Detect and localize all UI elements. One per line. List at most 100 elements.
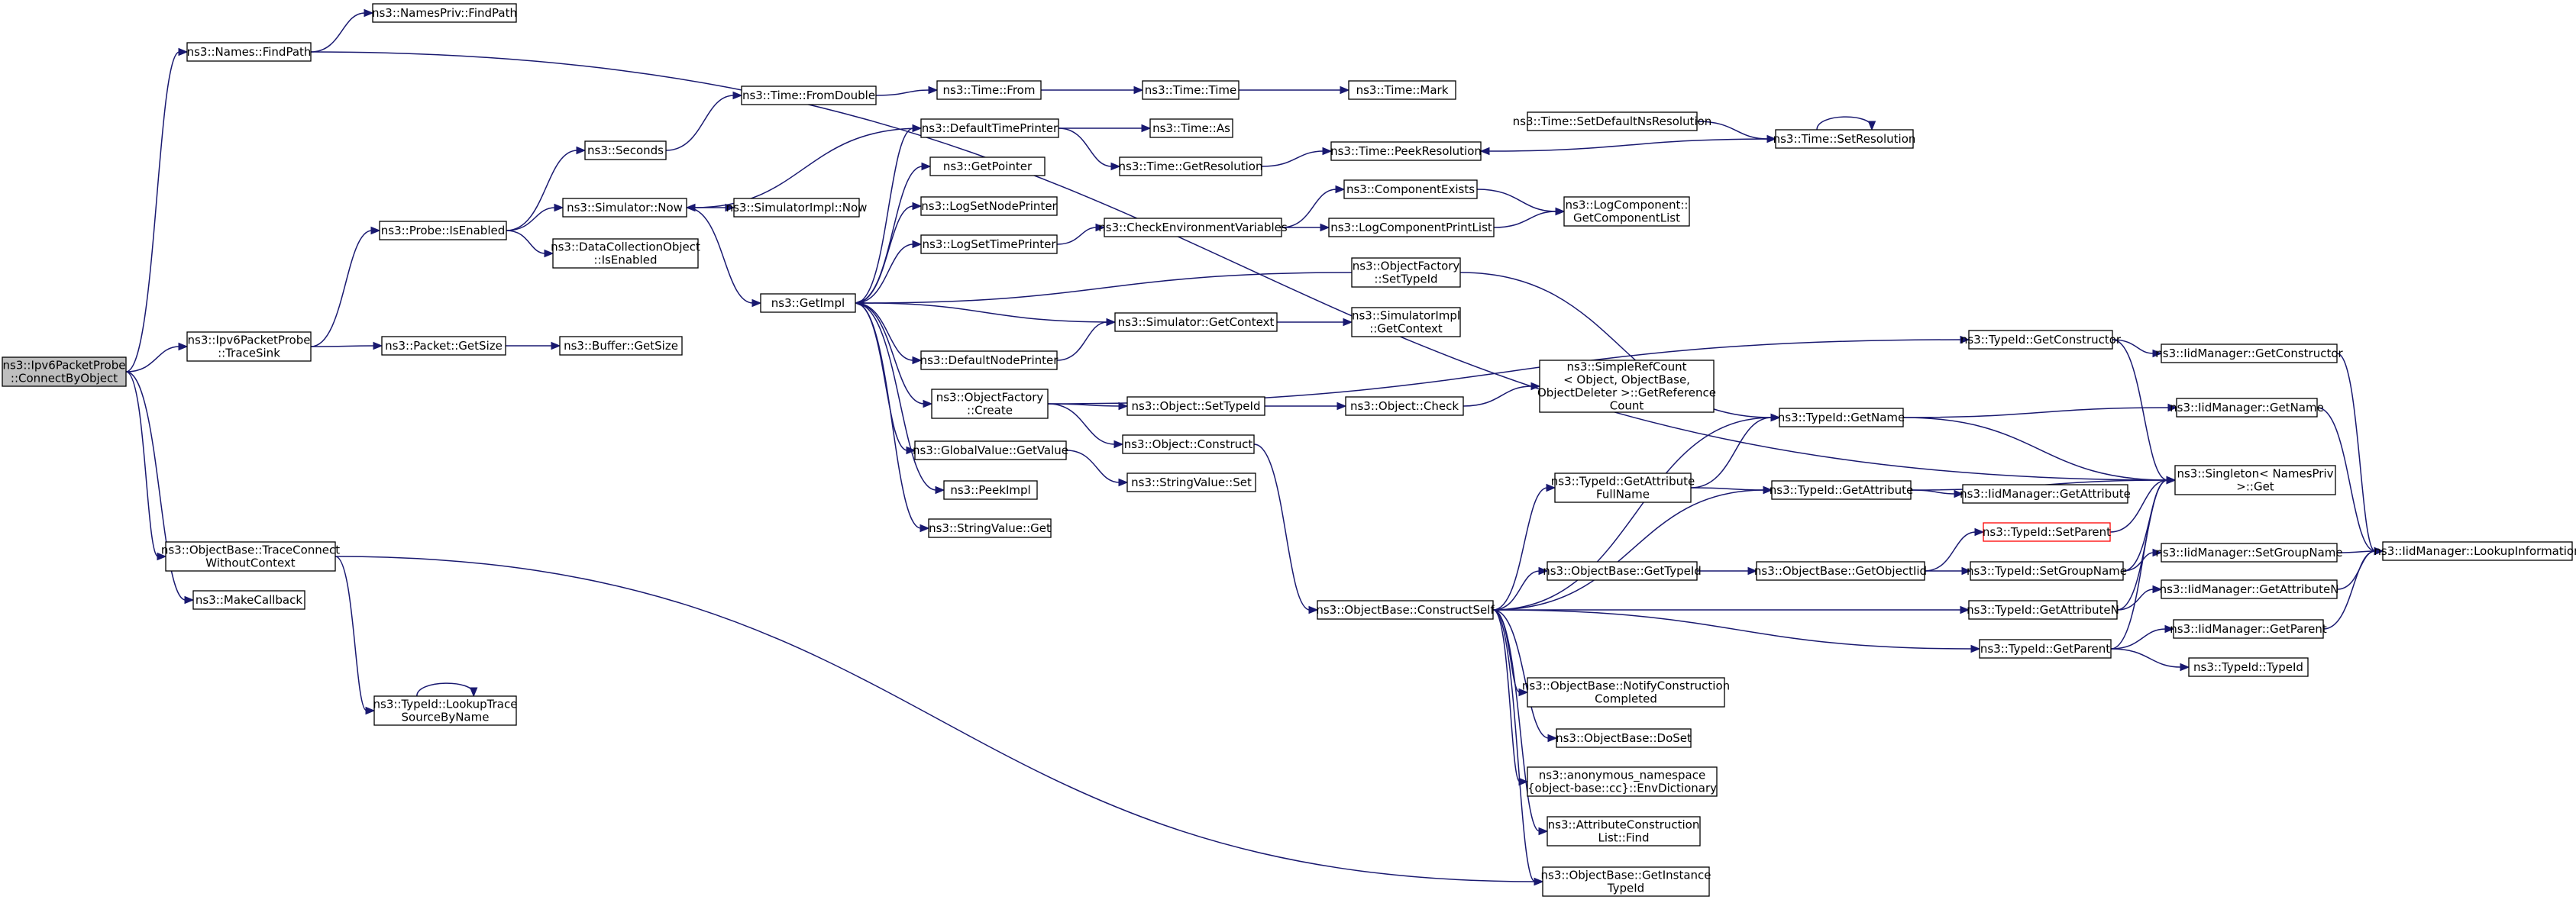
node-box[interactable] (2188, 657, 2309, 677)
node-objectConstruct[interactable]: ns3::Object::Construct (1122, 434, 1255, 454)
node-box[interactable] (559, 336, 683, 356)
node-box[interactable] (1527, 111, 1698, 131)
node-timeTime[interactable]: ns3::Time::Time (1142, 80, 1240, 100)
node-box[interactable] (2, 356, 127, 387)
node-box[interactable] (1962, 484, 2128, 504)
node-box[interactable] (920, 350, 1058, 370)
node-dcoIsEnabled[interactable]: ns3::DataCollectionObject::IsEnabled (551, 238, 700, 269)
node-getPointer[interactable]: ns3::GetPointer (929, 156, 1046, 176)
node-bufferGetSize[interactable]: ns3::Buffer::GetSize (559, 336, 683, 356)
node-objectCheck[interactable]: ns3::Object::Check (1345, 396, 1464, 416)
node-box[interactable] (192, 590, 305, 610)
node-box[interactable] (1317, 600, 1494, 620)
node-packetGetSize[interactable]: ns3::Packet::GetSize (381, 336, 506, 356)
node-simImplGetContext[interactable]: ns3::SimulatorImpl::GetContext (1351, 307, 1461, 337)
node-box[interactable] (1979, 639, 2112, 659)
node-typeIdGetAttribute[interactable]: ns3::TypeId::GetAttribute (1770, 480, 1913, 500)
node-constructSelf[interactable]: ns3::ObjectBase::ConstructSelf (1316, 600, 1495, 620)
node-box[interactable] (2173, 619, 2324, 639)
node-root[interactable]: ns3::Ipv6PacketProbe::ConnectByObject (2, 356, 127, 387)
node-box[interactable] (1104, 218, 1282, 237)
node-timeSetRes[interactable]: ns3::Time::SetResolution (1773, 129, 1916, 149)
node-box[interactable] (1563, 196, 1690, 227)
node-objFactoryCreate[interactable]: ns3::ObjectFactory::Create (931, 389, 1049, 419)
node-box[interactable] (381, 336, 506, 356)
node-box[interactable] (1756, 561, 1925, 581)
node-box[interactable] (373, 695, 517, 726)
node-box[interactable] (1114, 312, 1278, 332)
node-singletonGet[interactable]: ns3::Singleton< NamesPriv>::Get (2174, 465, 2336, 495)
node-box[interactable] (1970, 561, 2124, 581)
node-box[interactable] (1328, 218, 1495, 237)
node-box[interactable] (372, 3, 517, 23)
node-box[interactable] (186, 42, 312, 62)
node-traceConnect[interactable]: ns3::ObjectBase::TraceConnectWithoutCont… (161, 541, 340, 572)
node-box[interactable] (943, 480, 1038, 500)
node-box[interactable] (1527, 766, 1718, 797)
node-box[interactable] (1351, 307, 1461, 337)
node-box[interactable] (1126, 472, 1256, 492)
node-logComponentPrintList[interactable]: ns3::LogComponentPrintList (1328, 218, 1495, 237)
node-timeMark[interactable]: ns3::Time::Mark (1348, 80, 1456, 100)
node-findPath[interactable]: ns3::Names::FindPath (186, 42, 312, 62)
node-box[interactable] (733, 198, 860, 218)
node-box[interactable] (741, 85, 877, 105)
node-seconds[interactable]: ns3::Seconds (584, 140, 667, 160)
node-box[interactable] (760, 293, 856, 313)
node-box[interactable] (1968, 330, 2113, 350)
node-timeGetRes[interactable]: ns3::Time::GetResolution (1119, 156, 1263, 176)
node-box[interactable] (1542, 866, 1710, 897)
node-box[interactable] (929, 156, 1046, 176)
node-objBaseGetObjectIid[interactable]: ns3::ObjectBase::GetObjectIid (1754, 561, 1927, 581)
node-box[interactable] (2176, 398, 2318, 418)
node-box[interactable] (584, 140, 667, 160)
node-box[interactable] (552, 238, 699, 269)
node-timePeekRes[interactable]: ns3::Time::PeekResolution (1330, 141, 1482, 161)
node-checkEnvVars[interactable]: ns3::CheckEnvironmentVariables (1098, 218, 1288, 237)
node-stringValueSet[interactable]: ns3::StringValue::Set (1126, 472, 1256, 492)
node-peekImpl[interactable]: ns3::PeekImpl (943, 480, 1038, 500)
node-simNow[interactable]: ns3::Simulator::Now (562, 198, 687, 218)
node-timeFrom[interactable]: ns3::Time::From (936, 80, 1042, 100)
node-simpleRefCount[interactable]: ns3::SimpleRefCount< Object, ObjectBase,… (1537, 360, 1716, 413)
node-typeIdGetAttributeN[interactable]: ns3::TypeId::GetAttributeN (1967, 600, 2119, 620)
node-box[interactable] (936, 80, 1042, 100)
node-box[interactable] (2382, 541, 2573, 561)
node-objBaseGetTypeId[interactable]: ns3::ObjectBase::GetTypeId (1543, 561, 1702, 581)
node-box[interactable] (1351, 257, 1461, 288)
node-typeIdGetName[interactable]: ns3::TypeId::GetName (1778, 408, 1905, 427)
node-logComponentGetList[interactable]: ns3::LogComponent::GetComponentList (1563, 196, 1690, 227)
node-iidGetParent[interactable]: ns3::IidManager::GetParent (2170, 619, 2327, 639)
node-simImplNow[interactable]: ns3::SimulatorImpl::Now (726, 198, 868, 218)
node-iidGetAttribute[interactable]: ns3::IidManager::GetAttribute (1960, 484, 2131, 504)
node-typeIdGetParent[interactable]: ns3::TypeId::GetParent (1979, 639, 2112, 659)
node-timeSetDefaultNs[interactable]: ns3::Time::SetDefaultNsResolution (1513, 111, 1712, 131)
node-namesPrivFindPath[interactable]: ns3::NamesPriv::FindPath (372, 3, 517, 23)
node-typeIdSetGroupName[interactable]: ns3::TypeId::SetGroupName (1967, 561, 2127, 581)
node-box[interactable] (1775, 129, 1914, 149)
node-notifyConstruction[interactable]: ns3::ObjectBase::NotifyConstructionCompl… (1522, 677, 1730, 708)
node-box[interactable] (1968, 600, 2118, 620)
node-box[interactable] (1779, 408, 1904, 427)
node-typeIdSetParent[interactable]: ns3::TypeId::SetParent (1983, 522, 2111, 542)
node-box[interactable] (920, 234, 1058, 254)
node-box[interactable] (1126, 396, 1265, 416)
node-box[interactable] (1539, 360, 1715, 413)
node-box[interactable] (1343, 179, 1478, 199)
node-iidGetAttributeN[interactable]: ns3::IidManager::GetAttributeN (2160, 579, 2339, 599)
node-box[interactable] (1149, 118, 1233, 138)
node-box[interactable] (1547, 816, 1701, 847)
node-typeIdTypeId[interactable]: ns3::TypeId::TypeId (2188, 657, 2309, 677)
node-probeIsEnabled[interactable]: ns3::Probe::IsEnabled (379, 221, 507, 240)
node-traceSink[interactable]: ns3::Ipv6PacketProbe::TraceSink (186, 331, 312, 362)
node-box[interactable] (1554, 472, 1692, 503)
node-box[interactable] (1330, 141, 1482, 161)
node-box[interactable] (165, 541, 336, 572)
node-defaultNodePrinter[interactable]: ns3::DefaultNodePrinter (920, 350, 1059, 370)
node-box[interactable] (1556, 728, 1692, 748)
node-timeFromDouble[interactable]: ns3::Time::FromDouble (741, 85, 877, 105)
node-box[interactable] (2161, 543, 2338, 563)
node-objFactorySetTypeId[interactable]: ns3::ObjectFactory::SetTypeId (1351, 257, 1461, 288)
